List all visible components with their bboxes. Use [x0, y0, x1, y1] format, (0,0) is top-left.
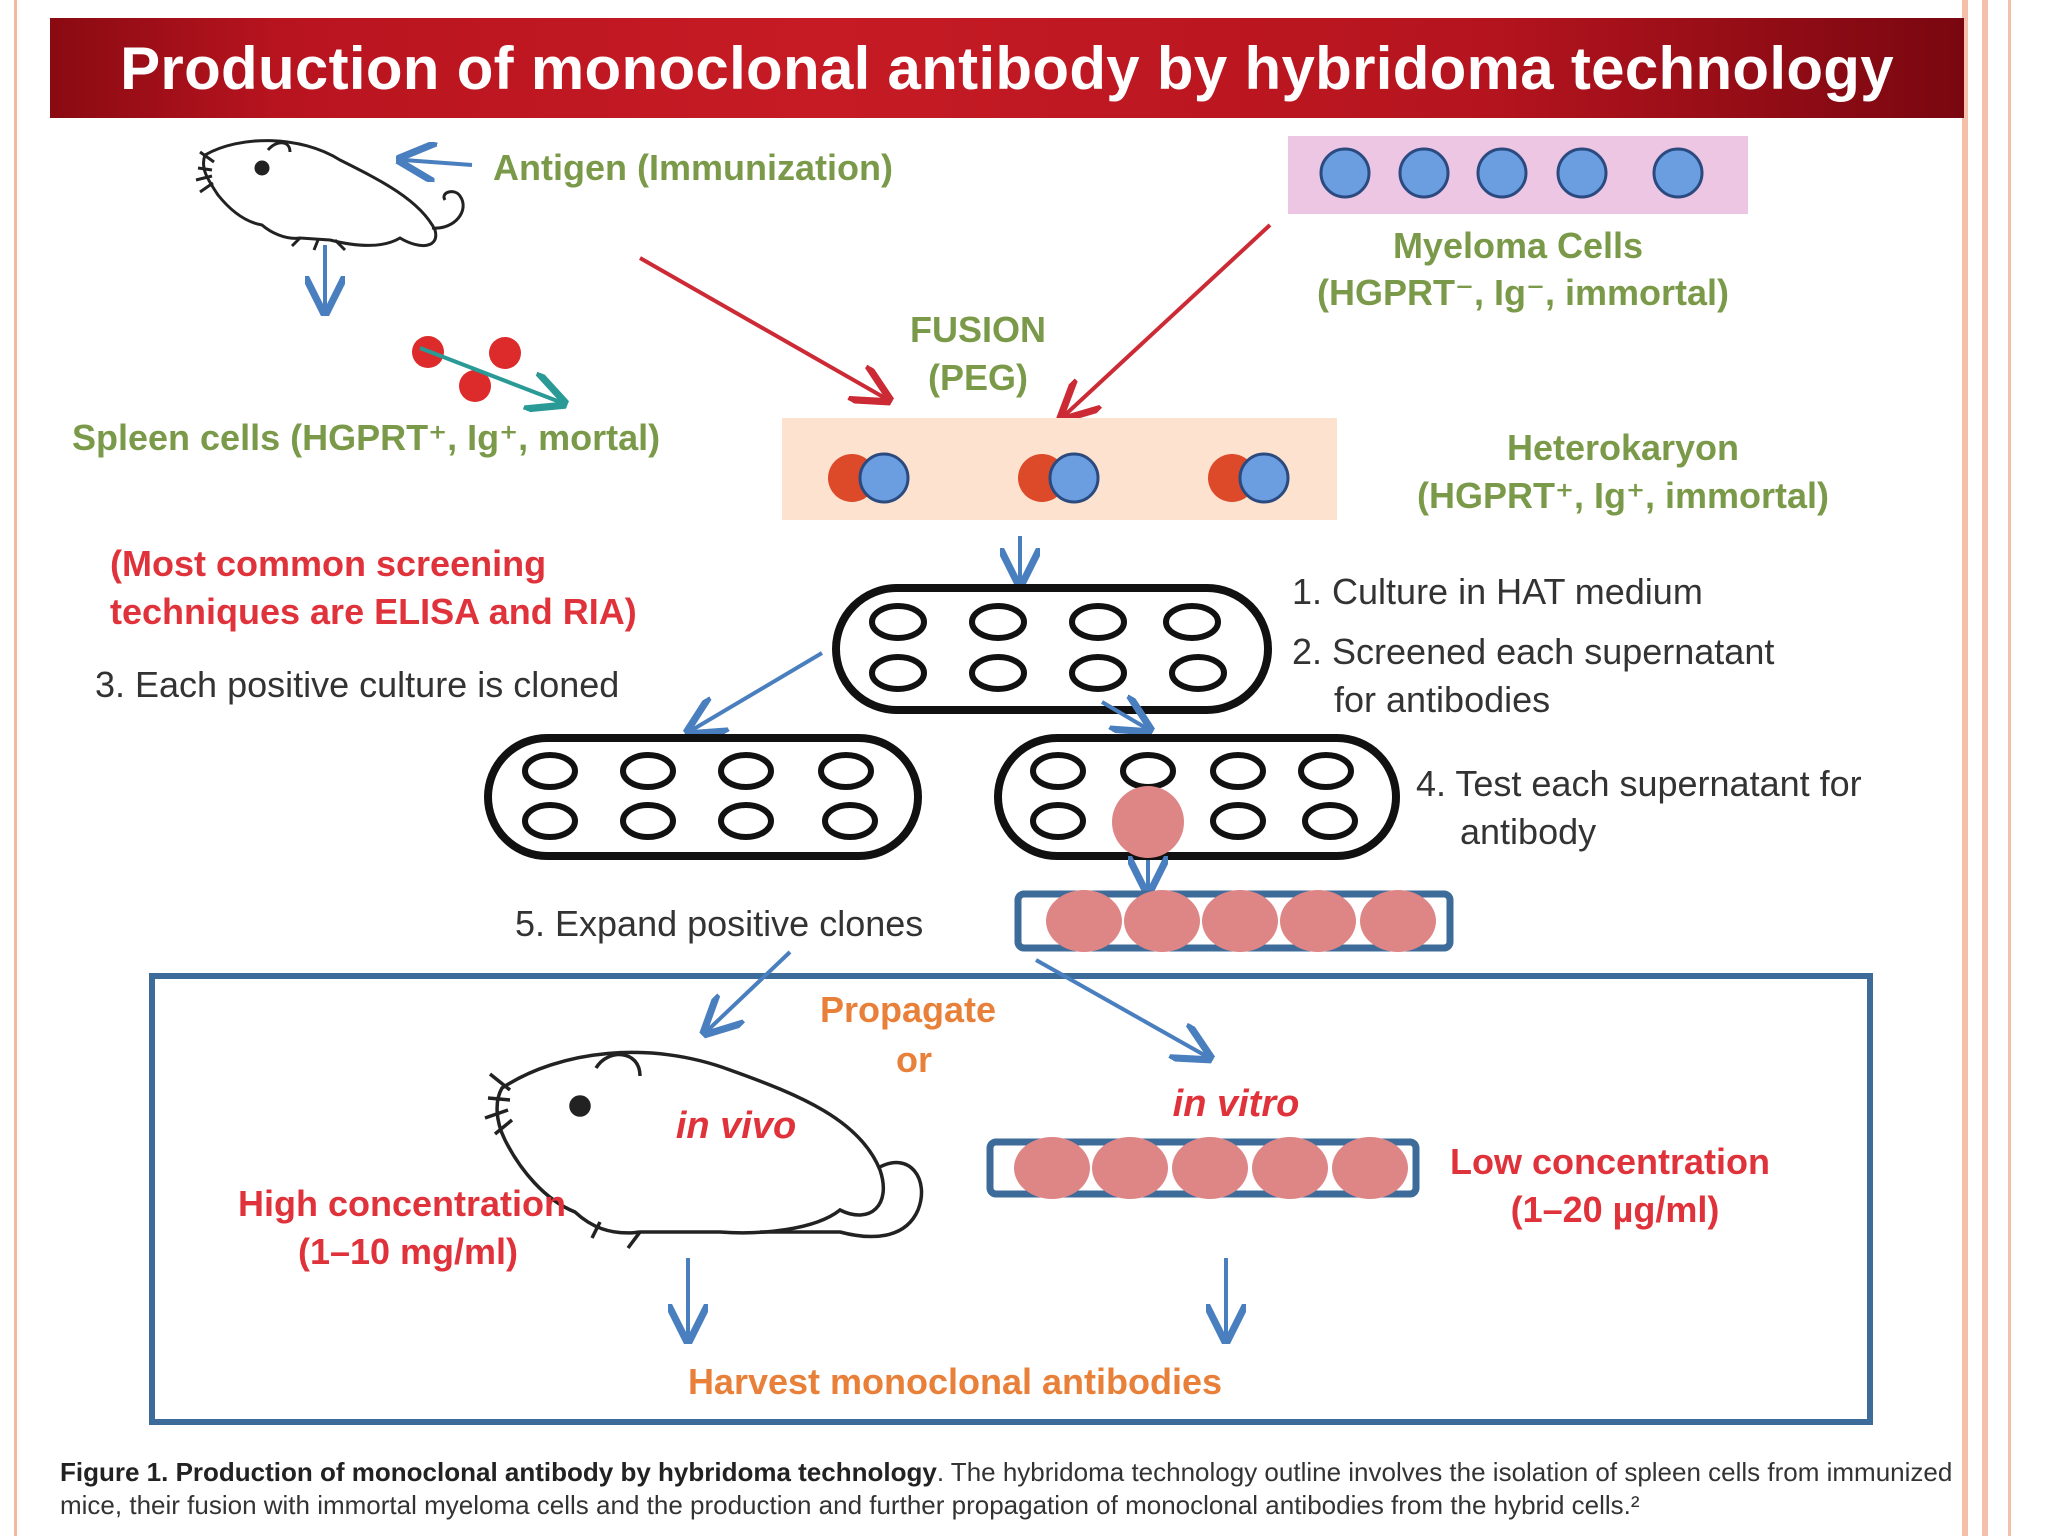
hat-culture-plate	[832, 584, 1272, 714]
step-5-label: 5. Expand positive clones	[515, 903, 923, 944]
propagate-or: or	[896, 1039, 932, 1080]
spleen-cell	[459, 370, 491, 402]
left-edge-decoration	[0, 0, 17, 1536]
screening-note-1: (Most common screening	[110, 543, 546, 584]
spleen-teal-arrow	[419, 346, 560, 402]
heterokaryon-cell	[828, 452, 910, 504]
step-2-label-cont: for antibodies	[1334, 679, 1550, 720]
in-vitro-label: in vitro	[1173, 1083, 1300, 1125]
mouse-in-vivo-icon	[484, 1050, 924, 1250]
clone-plate-left	[484, 734, 922, 860]
step-2-label: 2. Screened each supernatant	[1292, 631, 1774, 672]
to-in-vivo-arrow	[708, 950, 792, 1030]
myeloma-cell	[1652, 147, 1704, 199]
antigen-arrow	[404, 160, 473, 165]
step-4-label: 4. Test each supernatant for	[1416, 763, 1862, 804]
step-3-label: 3. Each positive culture is cloned	[95, 664, 619, 705]
page-title: Production of monoclonal antibody by hyb…	[120, 34, 1894, 102]
screening-note-2: techniques are ELISA and RIA)	[110, 591, 637, 632]
myeloma-cell	[1476, 147, 1528, 199]
figure-caption: Figure 1. Production of monoclonal antib…	[60, 1456, 1970, 1522]
fusion-label: FUSION	[910, 309, 1046, 350]
myeloma-cell	[1398, 147, 1450, 199]
figure-caption-title: Figure 1. Production of monoclonal antib…	[60, 1457, 937, 1487]
high-concentration-label: High concentration	[238, 1183, 566, 1224]
myeloma-cell	[1319, 147, 1371, 199]
culture-to-clone-right-arrow	[1100, 702, 1146, 728]
antigen-label: Antigen (Immunization)	[493, 147, 893, 188]
propagate-label: Propagate	[820, 989, 996, 1030]
positive-clone-cell	[1112, 786, 1184, 858]
mouse-icon	[195, 139, 465, 252]
propagation-box	[149, 973, 1873, 1425]
expand-tube	[1014, 890, 1454, 952]
high-concentration-value: (1–10 mg/ml)	[298, 1231, 518, 1272]
myeloma-properties: (HGPRT⁻, Ig⁻, immortal)	[1317, 272, 1729, 313]
in-vitro-tube	[986, 1137, 1420, 1199]
title-bar: Production of monoclonal antibody by hyb…	[50, 18, 1964, 118]
spleen-cell	[489, 337, 521, 369]
spleen-cell-group	[412, 336, 521, 402]
right-edge-decoration	[1962, 0, 2048, 1536]
heterokaryon-label: Heterokaryon	[1507, 427, 1739, 468]
in-vivo-label: in vivo	[676, 1105, 796, 1147]
fusion-agent: (PEG)	[928, 357, 1028, 398]
heterokaryon-cell	[1018, 452, 1100, 504]
heterokaryon-cell-group	[828, 452, 1290, 504]
figure-caption-text: . The hybridoma technology outline invol…	[60, 1457, 1953, 1520]
heterokaryon-properties: (HGPRT⁺, Ig⁺, immortal)	[1417, 475, 1829, 516]
low-concentration-label: Low concentration	[1450, 1141, 1770, 1182]
step-4-label-cont: antibody	[1460, 811, 1596, 852]
spleen-to-fusion-arrow	[639, 256, 885, 398]
low-concentration-value: (1–20 µg/ml)	[1511, 1189, 1720, 1230]
myeloma-cell	[1556, 147, 1608, 199]
spleen-cells-label: Spleen cells (HGPRT⁺, Ig⁺, mortal)	[72, 417, 660, 458]
to-in-vitro-arrow	[1035, 958, 1206, 1056]
myeloma-to-fusion-arrow	[1065, 223, 1272, 415]
harvest-label: Harvest monoclonal antibodies	[688, 1361, 1222, 1402]
step-1-label: 1. Culture in HAT medium	[1292, 571, 1703, 612]
clone-plate-right	[994, 734, 1400, 860]
culture-to-clone-left-arrow	[692, 651, 824, 730]
myeloma-label: Myeloma Cells	[1393, 225, 1643, 266]
heterokaryon-cell	[1208, 452, 1290, 504]
myeloma-cell-group	[1319, 147, 1704, 199]
